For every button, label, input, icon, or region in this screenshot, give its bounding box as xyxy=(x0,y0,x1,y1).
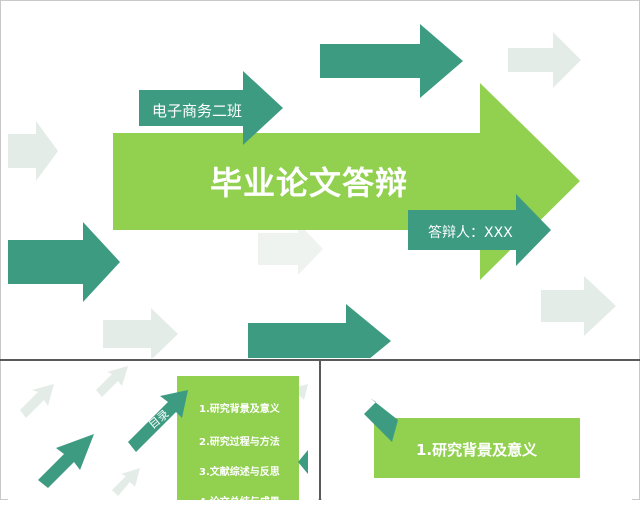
toc-item[interactable]: 1.研究背景及意义 xyxy=(199,404,280,415)
toc-item[interactable]: 3.文献综述与反思 xyxy=(199,467,280,478)
main-slide-graphics xyxy=(8,24,616,358)
class-arrow xyxy=(139,71,283,145)
arrow-diagonal-icon xyxy=(38,434,94,488)
arrow-diagonal-icon xyxy=(112,468,140,496)
section-title: 1.研究背景及意义 xyxy=(416,441,538,459)
arrow-right-icon xyxy=(248,304,391,358)
thumbnail-toc[interactable] xyxy=(8,362,318,500)
arrow-right-icon xyxy=(320,24,463,98)
class-name: 电子商务二班 xyxy=(152,102,243,120)
slide-title: 毕业论文答辩 xyxy=(210,164,409,202)
toc-box xyxy=(177,376,299,500)
vertical-divider xyxy=(319,361,321,500)
thumbnail-section[interactable] xyxy=(322,362,632,500)
toc-graphics xyxy=(20,366,308,500)
defender-arrow xyxy=(408,194,551,266)
horizontal-divider xyxy=(0,359,640,361)
arrow-diagonal-icon xyxy=(96,366,128,397)
toc-item[interactable]: 2.研究过程与方法 xyxy=(199,437,280,448)
arrow-right-icon xyxy=(103,308,178,358)
arrow-diagonal-icon xyxy=(364,398,398,442)
section-graphics xyxy=(364,398,580,478)
arrow-right-icon xyxy=(8,121,58,181)
arrow-right-icon xyxy=(508,32,581,88)
toc-arrow xyxy=(128,390,188,452)
arrow-right-icon xyxy=(541,276,616,336)
arrow-right-icon xyxy=(8,222,120,302)
title-arrow xyxy=(113,83,580,280)
arrow-right-icon xyxy=(298,450,308,474)
defender-name: 答辩人：XXX xyxy=(428,225,513,241)
main-slide[interactable] xyxy=(8,8,632,358)
arrow-diagonal-icon xyxy=(20,384,54,418)
section-box xyxy=(374,418,580,478)
arrow-right-icon xyxy=(258,223,323,275)
toc-item[interactable]: 4.论文总结与成果 xyxy=(199,497,280,508)
